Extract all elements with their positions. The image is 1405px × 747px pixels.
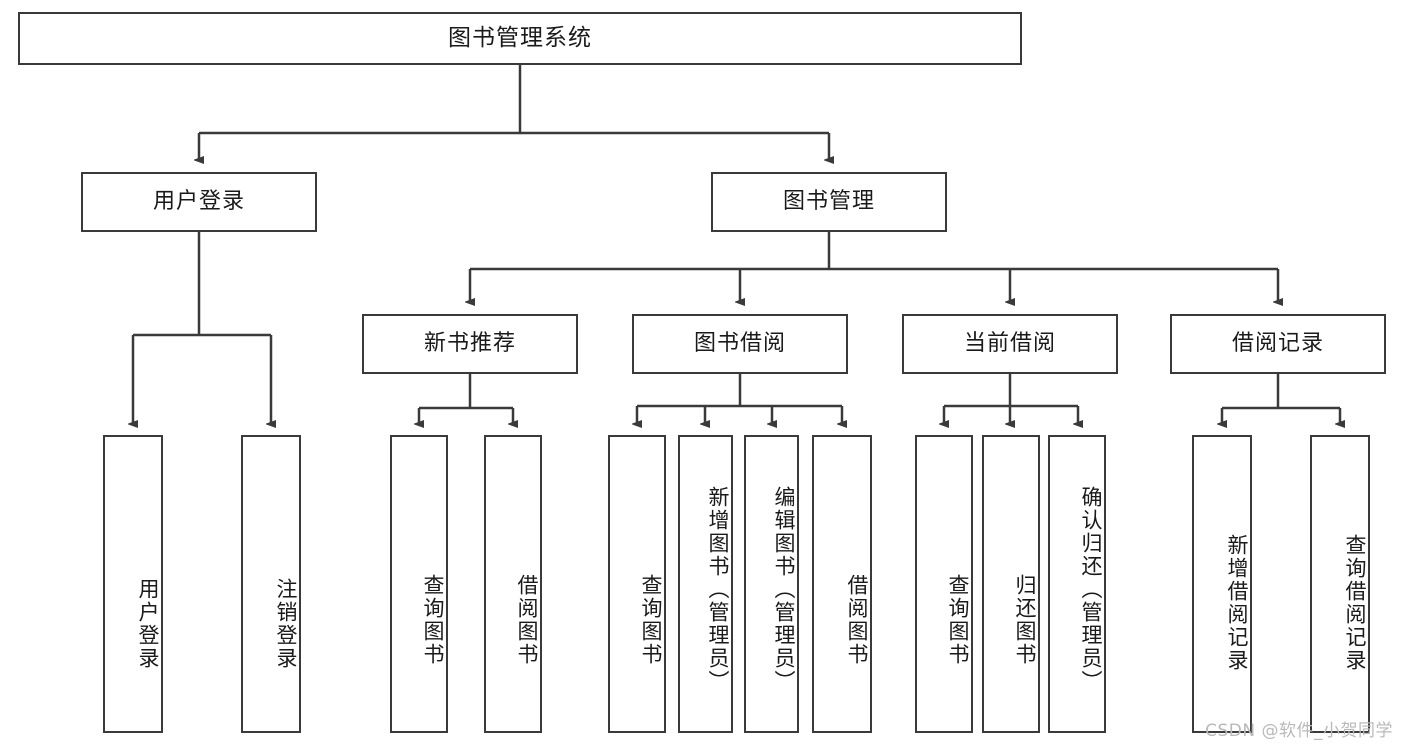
leaf-borrow-borrow-book[interactable]: 借阅图书 (812, 435, 872, 733)
leaf-record-add-record[interactable]: 新增借阅记录 (1192, 435, 1252, 733)
node-current-borrow[interactable]: 当前借阅 (902, 314, 1118, 374)
node-book-management[interactable]: 图书管理 (711, 172, 947, 232)
leaf-borrow-edit-book-admin[interactable]: 编辑图书（管理员） (744, 435, 799, 733)
node-user-login[interactable]: 用户登录 (81, 172, 317, 232)
node-root-system[interactable]: 图书管理系统 (18, 12, 1022, 65)
leaf-borrow-add-book-admin[interactable]: 新增图书（管理员） (678, 435, 733, 733)
leaf-current-confirm-return-admin[interactable]: 确认归还（管理员） (1048, 435, 1106, 733)
leaf-recommend-borrow-book[interactable]: 借阅图书 (484, 435, 542, 733)
leaf-user-login-signin[interactable]: 用户登录 (103, 435, 163, 733)
leaf-current-query-book[interactable]: 查询图书 (915, 435, 973, 733)
node-borrow-record[interactable]: 借阅记录 (1170, 314, 1386, 374)
leaf-recommend-query-book[interactable]: 查询图书 (390, 435, 448, 733)
leaf-record-query-record[interactable]: 查询借阅记录 (1310, 435, 1370, 733)
leaf-user-login-signout[interactable]: 注销登录 (241, 435, 301, 733)
leaf-borrow-query-book[interactable]: 查询图书 (608, 435, 666, 733)
node-book-borrow[interactable]: 图书借阅 (632, 314, 848, 374)
csdn-watermark: CSDN @软件_小贺同学 (1205, 721, 1393, 741)
leaf-current-return-book[interactable]: 归还图书 (982, 435, 1040, 733)
node-new-book-recommend[interactable]: 新书推荐 (362, 314, 578, 374)
